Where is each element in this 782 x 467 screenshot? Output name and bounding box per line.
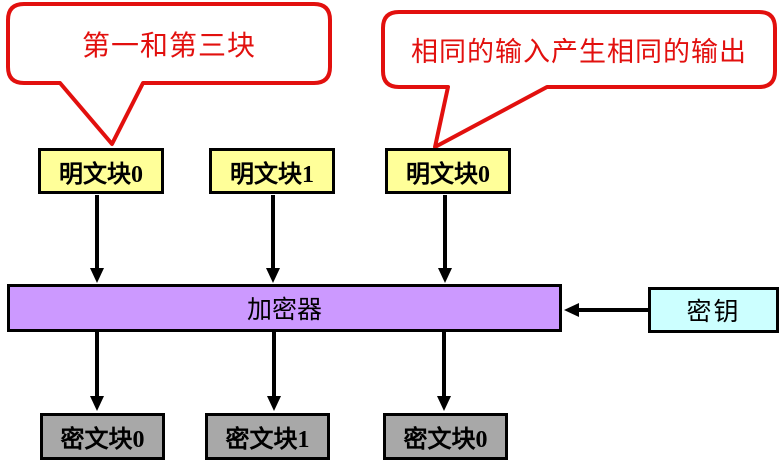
- ciphertext-block-2: 密文块0: [383, 413, 508, 460]
- plaintext-block-0: 明文块0: [38, 148, 164, 194]
- arrow-encryptor-to-ciphertext2: [437, 332, 451, 411]
- arrow-encryptor-to-ciphertext0: [90, 332, 104, 411]
- callout-bubble-left: [6, 2, 332, 146]
- ciphertext-block-1: 密文块1: [205, 413, 330, 460]
- plaintext-block-1: 明文块1: [209, 148, 335, 194]
- arrow-plaintext1-to-encryptor: [266, 195, 280, 283]
- callout-right-label: 相同的输入产生相同的输出: [411, 37, 747, 67]
- arrow-encryptor-to-ciphertext1: [267, 332, 281, 411]
- callout-left-label: 第一和第三块: [81, 30, 256, 62]
- key-box: 密钥: [648, 287, 779, 333]
- arrow-key-to-encryptor: [564, 303, 648, 317]
- arrow-plaintext0-to-encryptor: [90, 195, 104, 283]
- arrow-plaintext2-to-encryptor: [438, 195, 452, 283]
- encryptor-bar: 加密器: [7, 284, 562, 332]
- plaintext-block-2: 明文块0: [385, 148, 511, 194]
- callout-bubble-right: [381, 10, 777, 149]
- ciphertext-block-0: 密文块0: [40, 413, 165, 460]
